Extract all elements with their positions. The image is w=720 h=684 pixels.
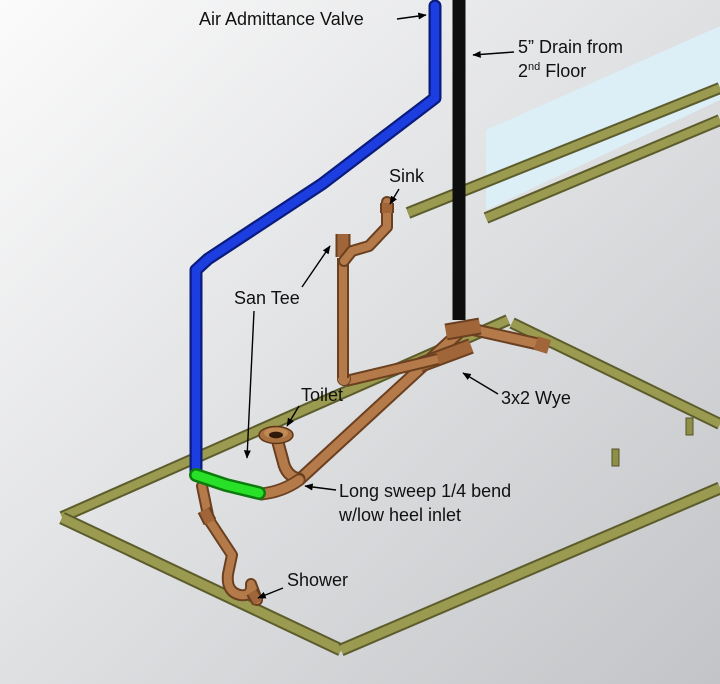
label-sink: Sink <box>389 166 425 186</box>
shower-coupling <box>199 507 215 525</box>
aav-arrow <box>396 12 427 20</box>
label-san-tee: San Tee <box>234 288 300 308</box>
long-sweep-quarter-bend <box>189 468 266 500</box>
toilet-flange-opening <box>269 431 283 439</box>
vent-pipe-run <box>191 1 440 477</box>
label-sweep-line1: Long sweep 1/4 bend <box>339 481 511 501</box>
shower-arrow <box>257 587 284 599</box>
label-drain-line1: 5” Drain from <box>518 37 623 57</box>
joist-end-block <box>685 417 694 436</box>
sink-trap <box>340 198 391 265</box>
leader-arrows <box>243 12 515 599</box>
drain-arrow <box>472 50 515 58</box>
label-toilet: Toilet <box>301 385 343 405</box>
sink-branch-pipe <box>345 355 439 385</box>
front-right-rim <box>339 483 720 655</box>
label-shower: Shower <box>287 570 348 590</box>
stack-base-fitting <box>444 319 482 339</box>
label-sweep-line2: w/low heel inlet <box>338 505 461 525</box>
shower-branch-pipe <box>198 482 261 604</box>
right-branch-coupling <box>533 336 552 354</box>
rim-joist-under-panel <box>484 116 720 222</box>
vent-pipe <box>189 0 442 479</box>
label-air-admittance-valve: Air Admittance Valve <box>199 9 364 29</box>
wye-arrow <box>462 372 499 395</box>
copper-drain-piping <box>196 196 552 606</box>
floor-framing <box>59 82 720 656</box>
green-fitting <box>191 470 264 498</box>
shower-outlet-hub <box>248 589 262 605</box>
joist-end-block <box>611 448 620 467</box>
front-left-rim <box>60 513 343 655</box>
sweep-arrow <box>304 483 337 491</box>
san-tee-arrow-upper <box>301 245 331 288</box>
san-tee-arrow-lower <box>243 310 255 459</box>
sink-arrow <box>389 188 400 205</box>
label-wye: 3x2 Wye <box>501 388 571 408</box>
toilet-arrow <box>286 405 300 427</box>
